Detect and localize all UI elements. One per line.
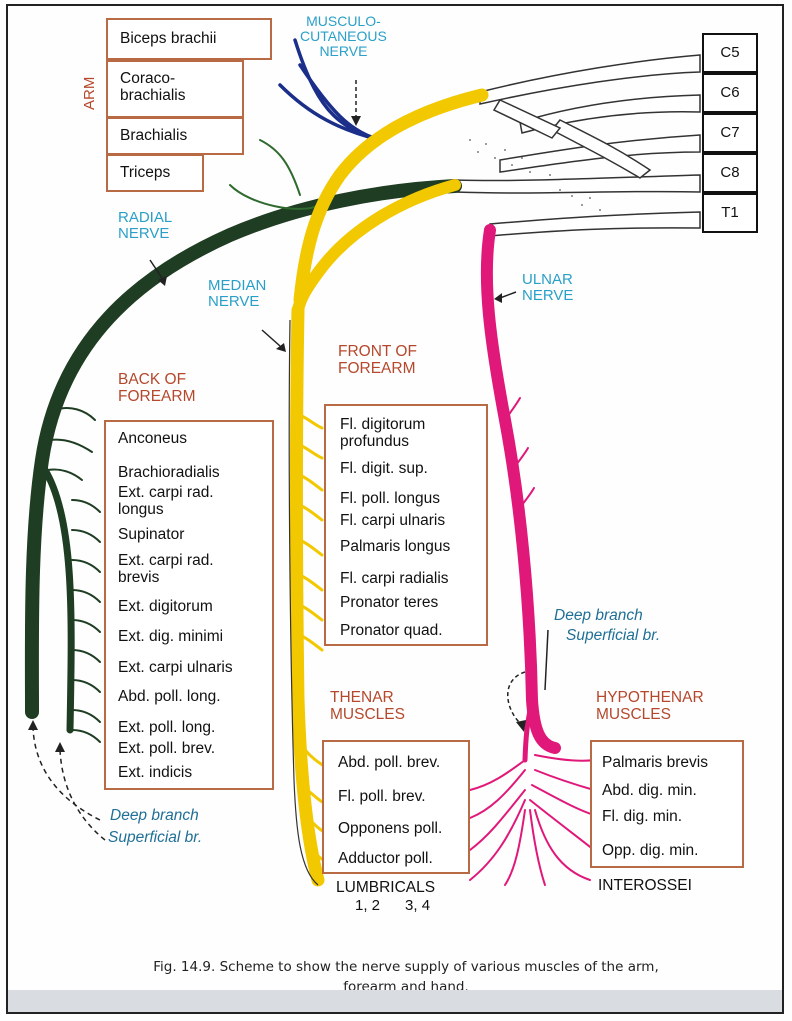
ulnar-label-pointer-head <box>494 293 502 303</box>
back-muscle-ecu: Ext. carpi ulnaris <box>118 659 233 676</box>
arm-box-triceps: Triceps <box>106 154 204 192</box>
ulnar-deep-branch-label: Deep branch <box>554 608 643 625</box>
radial-superficial-branch-label: Superficial br. <box>108 830 202 847</box>
page-bottom-strip <box>8 990 782 1012</box>
front-muscle-pronator-teres: Pronator teres <box>340 594 438 611</box>
ulnar-superficial-pointer <box>545 630 548 690</box>
front-forearm-title: FRONT OF FOREARM <box>338 344 417 377</box>
musculocutaneous-pointer-head <box>351 116 361 126</box>
arm-box-brachialis: Brachialis <box>106 117 244 155</box>
root-c7: C7 <box>702 113 758 153</box>
back-muscle-supinator: Supinator <box>118 526 184 543</box>
thenar-title: THENAR MUSCLES <box>330 690 405 723</box>
radial-deep-pointer-head <box>28 720 38 730</box>
hypothenar-muscle-fdm: Fl. dig. min. <box>602 808 682 825</box>
radial-superficial-pointer-head <box>55 742 65 752</box>
radial-deep-pointer <box>33 728 100 820</box>
back-muscle-apl: Abd. poll. long. <box>118 688 221 705</box>
arm-label: ARM <box>82 77 98 110</box>
arm-muscle-triceps: Triceps <box>120 164 170 181</box>
arm-muscle-biceps: Biceps brachii <box>120 30 217 47</box>
ulnar-nerve <box>487 230 555 748</box>
hypothenar-box: Palmaris brevis Abd. dig. min. Fl. dig. … <box>590 740 744 868</box>
back-muscle-ecrb: Ext. carpi rad. brevis <box>118 552 214 586</box>
back-muscle-epl: Ext. poll. long. <box>118 719 215 736</box>
thenar-muscle-fpb: Fl. poll. brev. <box>338 788 426 805</box>
radial-superficial-pointer <box>60 750 105 840</box>
arm-muscle-coracobrachialis: Coraco- brachialis <box>120 70 185 104</box>
back-muscle-ecrl: Ext. carpi rad. longus <box>118 484 214 518</box>
front-muscle-fds: Fl. digit. sup. <box>340 460 428 477</box>
brachial-plexus <box>455 55 700 236</box>
thenar-muscle-apb: Abd. poll. brev. <box>338 754 440 771</box>
back-forearm-box: Anconeus Brachioradialis Ext. carpi rad.… <box>104 420 274 790</box>
hypothenar-muscle-adm: Abd. dig. min. <box>602 782 697 799</box>
lumbricals-label: LUMBRICALS <box>336 880 435 897</box>
back-muscle-epb: Ext. poll. brev. <box>118 740 215 757</box>
hypothenar-title: HYPOTHENAR MUSCLES <box>596 690 704 723</box>
root-c8: C8 <box>702 153 758 193</box>
back-forearm-title: BACK OF FOREARM <box>118 372 196 405</box>
back-muscle-anconeus: Anconeus <box>118 430 187 447</box>
front-muscle-fdp: Fl. digitorum profundus <box>340 416 425 450</box>
radial-superficial-branch <box>45 470 71 730</box>
thenar-box: Abd. poll. brev. Fl. poll. brev. Opponen… <box>322 740 470 874</box>
lumbricals-numbers: 1, 2 3, 4 <box>355 898 430 914</box>
radial-deep-branch-label: Deep branch <box>110 808 199 825</box>
median-nerve-label: MEDIAN NERVE <box>208 278 266 310</box>
back-muscle-brachioradialis: Brachioradialis <box>118 464 220 481</box>
hypothenar-muscle-palmaris-brevis: Palmaris brevis <box>602 754 708 771</box>
median-label-pointer <box>262 330 280 346</box>
front-muscle-fcr: Fl. carpi radialis <box>340 570 449 587</box>
thenar-muscle-opponens: Opponens poll. <box>338 820 442 837</box>
back-muscle-ext-digitorum: Ext. digitorum <box>118 598 213 615</box>
radial-nerve-label: RADIAL NERVE <box>118 210 172 242</box>
arm-muscle-brachialis: Brachialis <box>120 127 187 144</box>
arm-box-coracobrachialis: Coraco- brachialis <box>106 60 244 118</box>
ulnar-label-pointer <box>500 292 516 298</box>
front-muscle-palmaris-longus: Palmaris longus <box>340 538 450 555</box>
back-muscle-ext-indicis: Ext. indicis <box>118 764 192 781</box>
front-muscle-fpl: Fl. poll. longus <box>340 490 440 507</box>
front-forearm-box: Fl. digitorum profundus Fl. digit. sup. … <box>324 404 488 646</box>
front-muscle-pronator-quad: Pronator quad. <box>340 622 443 639</box>
back-muscle-ext-dig-minimi: Ext. dig. minimi <box>118 628 223 645</box>
interossei-label: INTEROSSEI <box>598 878 692 895</box>
root-t1: T1 <box>702 193 758 233</box>
ulnar-superficial-branch-label: Superficial br. <box>566 628 660 645</box>
hypothenar-muscle-odm: Opp. dig. min. <box>602 842 699 859</box>
ulnar-nerve-label: ULNAR NERVE <box>522 272 573 304</box>
root-c5: C5 <box>702 33 758 73</box>
ulnar-deep-pointer <box>508 672 525 725</box>
arm-box-biceps: Biceps brachii <box>106 18 272 60</box>
thenar-muscle-adductor: Adductor poll. <box>338 850 433 867</box>
musculocutaneous-label: MUSCULO- CUTANEOUS NERVE <box>300 14 387 59</box>
front-muscle-fcu: Fl. carpi ulnaris <box>340 512 445 529</box>
root-c6: C6 <box>702 73 758 113</box>
